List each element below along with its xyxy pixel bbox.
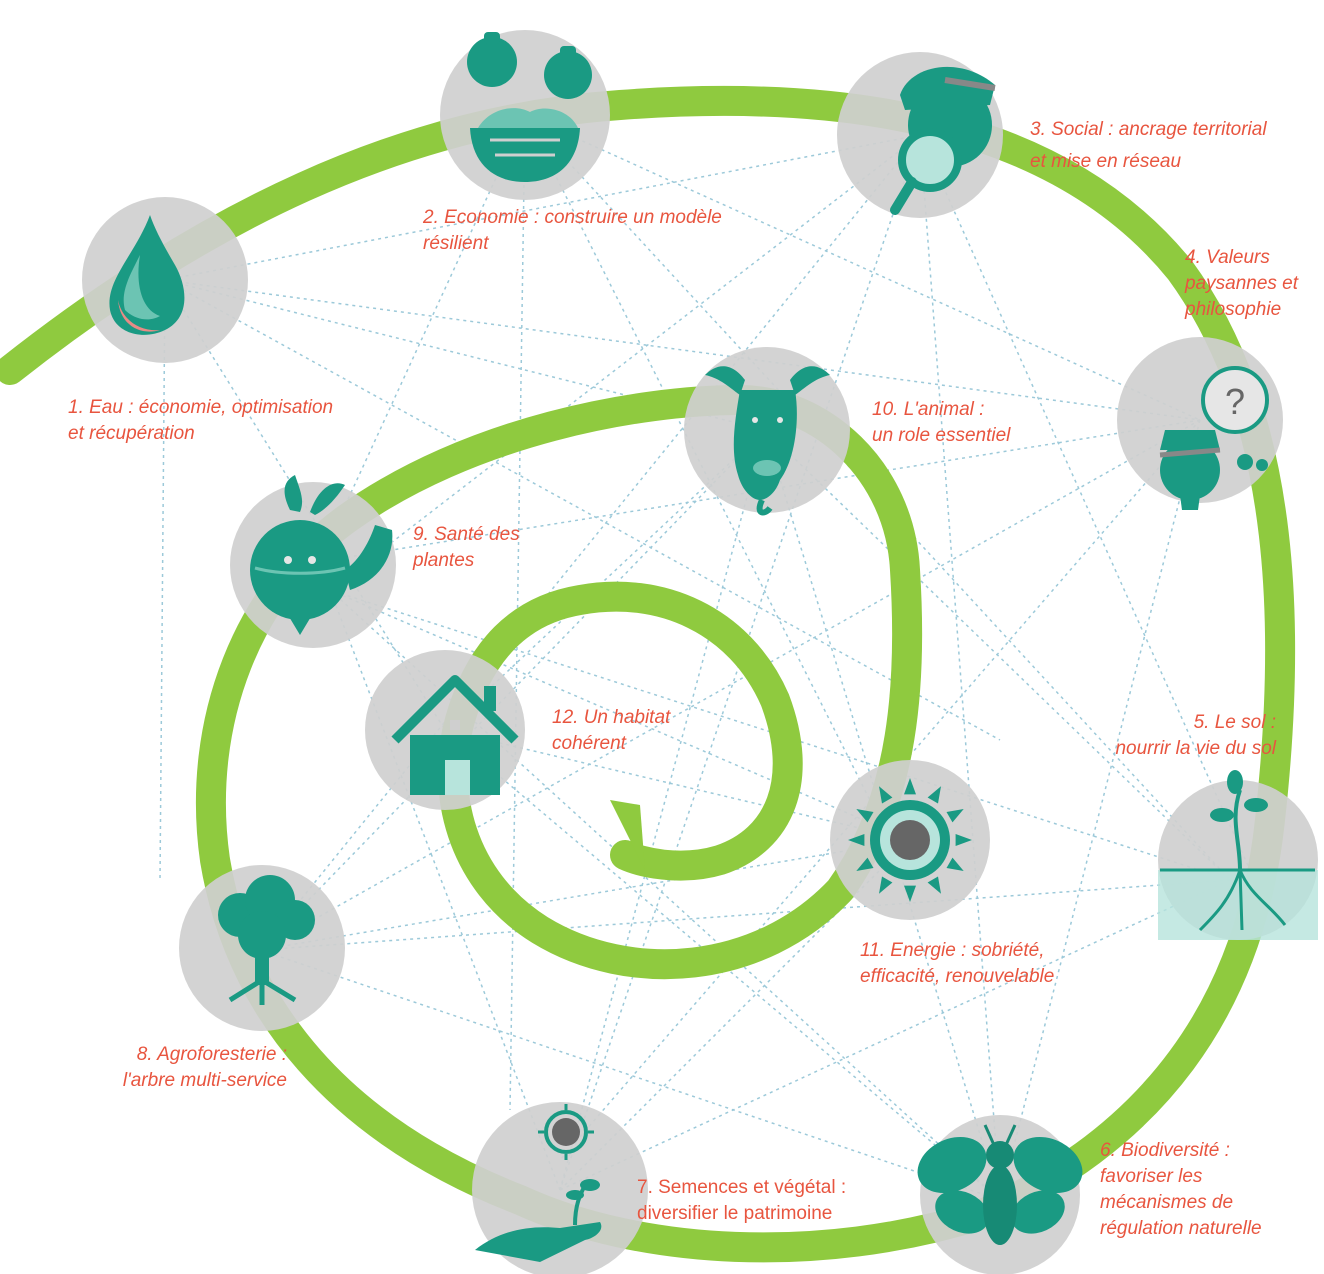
bee-icon xyxy=(917,1124,1083,1245)
label-biodiversity: 6. Biodiversité : favoriser les mécanism… xyxy=(1100,1138,1262,1242)
strong-turnip-icon xyxy=(250,475,393,635)
sun-icon xyxy=(848,778,972,902)
label-animal-line-2: un role essentiel xyxy=(872,425,1011,446)
node-plant-health xyxy=(230,475,396,648)
node-habitat xyxy=(365,650,525,810)
house-icon xyxy=(391,675,519,795)
label-agroforestry: 8. Agroforesterie : l'arbre multi-servic… xyxy=(123,1042,287,1094)
label-agroforestry-line-2: l'arbre multi-service xyxy=(122,1070,287,1091)
label-social: 3. Social : ancrage territorial et mise … xyxy=(1030,117,1267,175)
sun-ray xyxy=(927,786,941,804)
node-economy xyxy=(440,30,610,200)
sun-ray xyxy=(955,834,972,846)
sun-ray xyxy=(904,778,916,795)
sun-ray xyxy=(848,834,865,846)
label-water: 1. Eau : économie, optimisation et récup… xyxy=(68,395,333,447)
label-values-line-3: philosophie xyxy=(1185,299,1282,320)
water-drop-icon xyxy=(109,215,185,335)
label-biodiversity-line-3: mécanismes de xyxy=(1100,1192,1234,1213)
sprout-roots-icon xyxy=(1158,770,1318,940)
hand-seedling-icon xyxy=(475,1104,602,1262)
label-biodiversity-line-2: favoriser les xyxy=(1100,1166,1203,1187)
label-seeds-line-2: diversifier le patrimoine xyxy=(637,1203,833,1224)
sun-ray xyxy=(904,885,916,902)
goat-icon xyxy=(705,366,830,516)
label-biodiversity-line-1: 6. Biodiversité : xyxy=(1100,1140,1230,1161)
sun-ray xyxy=(946,857,964,871)
label-economy-line-1: 2. Economie : construire un modèle xyxy=(423,207,722,228)
label-plant-health: 9. Santé des plantes xyxy=(413,522,520,574)
label-habitat: 12. Un habitat cohérent xyxy=(552,705,670,757)
label-energy: 11. Energie : sobriété, efficacité, reno… xyxy=(860,938,1054,990)
node-social xyxy=(837,52,1003,218)
thinking-farmer-icon: ? xyxy=(1159,366,1269,510)
label-seeds: 7. Semences et végétal : diversifier le … xyxy=(637,1175,846,1227)
label-agroforestry-line-1: 8. Agroforesterie : xyxy=(136,1044,287,1065)
label-values-line-2: paysannes et xyxy=(1185,273,1299,294)
node-biodiversity xyxy=(917,1115,1083,1274)
label-soil-line-2: nourrir la vie du sol xyxy=(1115,738,1276,759)
svg-text:?: ? xyxy=(1225,381,1245,422)
label-biodiversity-line-4: régulation naturelle xyxy=(1100,1218,1262,1239)
label-plant-health-line-1: 9. Santé des xyxy=(413,524,520,545)
label-economy-line-2: résilient xyxy=(423,233,489,254)
node-water xyxy=(82,197,248,363)
label-soil: 5. Le sol : nourrir la vie du sol xyxy=(1115,710,1276,762)
node-soil xyxy=(1158,770,1318,940)
label-plant-health-line-2: plantes xyxy=(413,550,475,571)
label-energy-line-2: efficacité, renouvelable xyxy=(860,966,1055,987)
sun-rays xyxy=(848,778,972,902)
sun-ray xyxy=(856,857,874,871)
label-water-line-2: et récupération xyxy=(68,423,195,444)
node-seeds xyxy=(472,1102,648,1274)
label-economy: 2. Economie : construire un modèle résil… xyxy=(423,205,722,257)
label-energy-line-1: 11. Energie : sobriété, xyxy=(860,940,1045,961)
node-animal xyxy=(684,347,850,516)
label-animal: 10. L'animal : un role essentiel xyxy=(872,397,1010,449)
label-water-line-1: 1. Eau : économie, optimisation xyxy=(68,397,334,418)
connection-lines xyxy=(159,114,1251,1201)
sun-ray xyxy=(879,876,893,894)
tree-icon xyxy=(218,875,315,1005)
label-habitat-line-2: cohérent xyxy=(552,733,626,754)
label-habitat-line-1: 12. Un habitat xyxy=(552,707,671,728)
basket-money-icon xyxy=(467,32,592,182)
label-seeds-line-1: 7. Semences et végétal : xyxy=(637,1177,847,1198)
sun-ray xyxy=(856,809,874,823)
label-social-line-1: 3. Social : ancrage territorial xyxy=(1030,119,1267,140)
node-agroforestry xyxy=(179,865,345,1031)
sun-ray xyxy=(879,786,893,804)
node-values: ? xyxy=(1117,337,1283,510)
label-social-line-2: et mise en réseau xyxy=(1030,151,1182,172)
label-soil-line-1: 5. Le sol : xyxy=(1193,712,1276,733)
label-animal-line-1: 10. L'animal : xyxy=(872,399,985,420)
magnifier-person-icon xyxy=(890,66,996,215)
label-values: 4. Valeurs paysannes et philosophie xyxy=(1185,245,1298,323)
spiral-tip xyxy=(610,800,645,870)
node-energy xyxy=(830,760,990,920)
sun-ray xyxy=(946,809,964,823)
sun-ray xyxy=(927,876,941,894)
label-values-line-1: 4. Valeurs xyxy=(1185,247,1270,268)
